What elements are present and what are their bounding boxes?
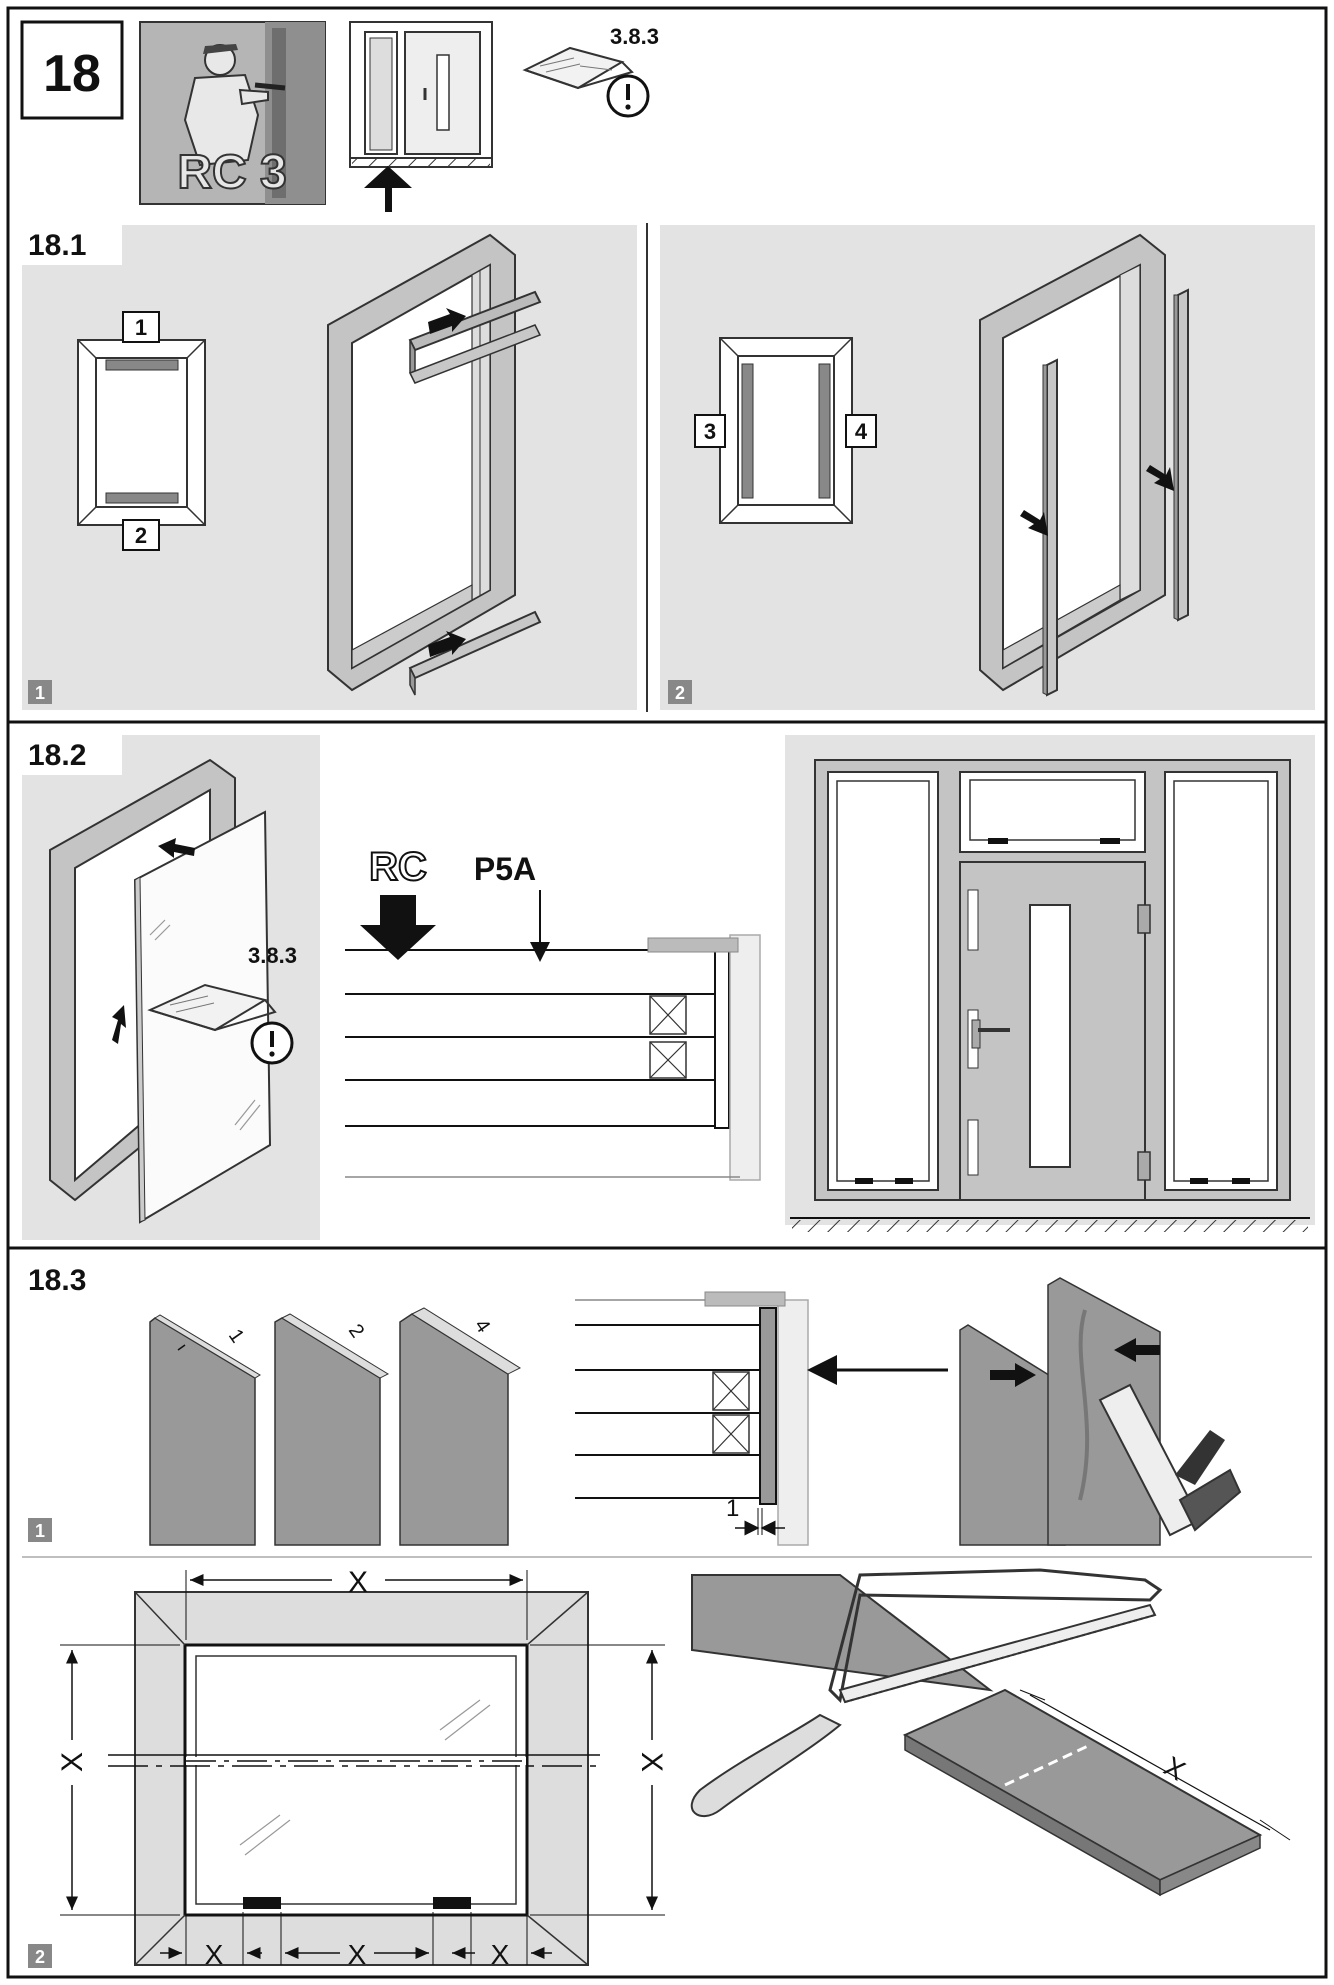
header: 18 RC 3 [20,20,659,212]
dimension-x-left: X [56,1752,89,1772]
section-title-18-3: 18.3 [28,1264,86,1297]
dimension-x-bottom-1: X [205,1939,224,1970]
thickness-label-1: 1 [224,1325,248,1347]
arrow-icon [112,1005,126,1044]
rc-label: RC [369,845,427,889]
gap-label: 1 [726,1495,739,1522]
dimension-x-bottom-3: X [491,1939,510,1970]
arrow-icon [1020,510,1048,536]
section-title-18-1: 18.1 [28,229,86,262]
door-elevation-icon [349,21,493,212]
callout-2: 2 [135,523,147,548]
arrow-icon [1146,465,1174,491]
manual-warning-icon: 3.8.3 [147,943,297,1065]
manual-warning-icon: 3.8.3 [522,24,659,118]
panel-number-1: 1 [35,683,45,703]
frame-3d-sides [979,233,1189,697]
worker-icon: RC 3 [139,21,326,205]
callout-4: 4 [855,419,868,444]
step-number: 18 [43,45,101,103]
glass-thickness-samples: 1 2 4 [149,1307,522,1546]
panel-number-2: 2 [675,683,685,703]
frame-diagram-sides: 3 4 [694,337,877,524]
glazing-section-rc: RC P5A [345,844,761,1181]
callout-1: 1 [135,315,147,340]
profile-label-p5a: P5A [474,851,536,887]
reference-number: 3.8.3 [610,24,659,49]
arrow-icon [158,838,195,858]
sheet-border [6,6,1328,1979]
thickness-label-4: 4 [470,1315,494,1337]
reference-number-18-2: 3.8.3 [248,943,297,968]
sealant-gun-icon [959,1277,1242,1546]
section-18-1: 18.1 1 2 [22,223,1315,712]
arrow-icon [364,166,412,212]
dimension-x-top: X [348,1566,368,1599]
dimension-x-bottom-2: X [348,1939,367,1970]
saw-icon: X [690,1568,1291,1897]
window-dimensions: X X X X X X [56,1566,668,1970]
panel-number-3-2: 2 [35,1947,45,1967]
panel-number-3-1: 1 [35,1521,45,1541]
glazing-section-gap: 1 [575,1291,948,1546]
arrow-icon [360,895,436,960]
section-18-3: 18.3 1 2 4 [22,1264,1312,1970]
dimension-x-right: X [635,1752,668,1772]
arrow-icon [990,1363,1036,1387]
section-title-18-2: 18.2 [28,739,86,772]
arrow-icon [1114,1338,1160,1362]
step-number-box [20,20,124,120]
door-elevation-full [785,735,1315,1232]
frame-3d-top-bottom [327,233,542,696]
thickness-label-2: 2 [344,1320,368,1342]
frame-diagram-top-bottom: 1 2 [77,311,206,551]
arrow-icon [428,308,466,334]
arrow-icon [428,631,466,657]
callout-3: 3 [704,419,716,444]
section-18-2: 18.2 3.8.3 RC [22,735,1315,1240]
rc3-badge: RC 3 [177,146,286,199]
